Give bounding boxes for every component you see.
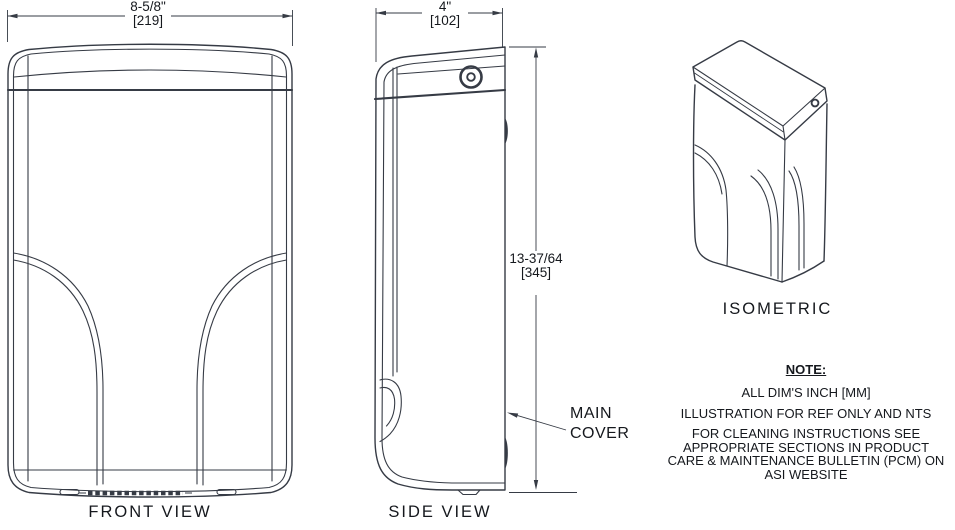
isometric-view-label: ISOMETRIC (722, 300, 833, 318)
note-line-cleaning: FOR CLEANING INSTRUCTIONS SEE APPROPRIAT… (667, 426, 945, 482)
side-height-mm: [345] (520, 265, 552, 280)
notes-block: NOTE: ALL DIM'S INCH [MM] ILLUSTRATION F… (664, 363, 948, 488)
main-cover-leader-line (507, 412, 567, 431)
side-depth-mm: [102] (429, 13, 461, 28)
isometric-view-drawing (692, 40, 828, 283)
front-view-drawing (6, 10, 294, 498)
side-view-drawing (373, 8, 577, 496)
side-depth-inches: 4" (438, 0, 452, 14)
main-cover-callout: MAIN COVER (570, 404, 629, 443)
hand-dryer-side-outline (373, 46, 508, 496)
side-height-inches: 13-37/64 (509, 251, 563, 266)
front-width-mm: [219] (132, 13, 164, 28)
main-cover-callout-line2: COVER (570, 424, 630, 442)
side-depth-dimension-line (375, 8, 503, 62)
front-width-dimension: 8-5/8" [219] (98, 0, 198, 28)
air-vent-grill (59, 488, 237, 496)
note-line-illustration: ILLUSTRATION FOR REF ONLY AND NTS (680, 405, 932, 421)
side-height-dimension: 13-37/64 [345] (486, 252, 586, 280)
front-view-label: FRONT VIEW (88, 503, 212, 521)
note-line-dims: ALL DIM'S INCH [MM] (741, 385, 871, 400)
notes-title: NOTE: (785, 362, 827, 377)
hand-dryer-isometric-outline (692, 40, 828, 283)
front-width-dimension-line (7, 10, 293, 46)
hand-dryer-front-outline (6, 43, 294, 498)
side-view-label: SIDE VIEW (388, 503, 492, 521)
screw-icon-small (810, 98, 820, 108)
front-width-inches: 8-5/8" (130, 0, 166, 14)
screw-icon (459, 65, 483, 89)
side-depth-dimension: 4" [102] (395, 0, 495, 28)
side-height-dimension-line (509, 46, 577, 493)
main-cover-callout-line1: MAIN (570, 405, 612, 422)
